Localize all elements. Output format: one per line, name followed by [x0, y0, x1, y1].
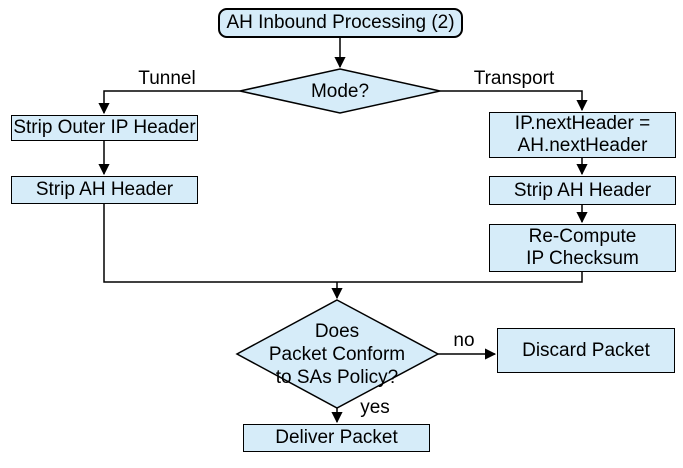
- node-strip-ah-header-tunnel: Strip AH Header: [11, 176, 198, 204]
- node-recompute-checksum-line2: IP Checksum: [526, 248, 639, 269]
- edge-mode-transport: [440, 90, 588, 112]
- mode-decision-text: Mode?: [290, 80, 390, 102]
- edge-transport-merge: [337, 272, 583, 283]
- node-strip-outer-ip-header: Strip Outer IP Header: [11, 115, 198, 141]
- node-ip-next-header-line1: IP.nextHeader =: [514, 113, 651, 134]
- node-strip-ah-header-transport-label: Strip AH Header: [513, 179, 652, 201]
- node-discard-packet: Discard Packet: [497, 328, 675, 373]
- node-strip-outer-ip-header-label: Strip Outer IP Header: [13, 117, 196, 138]
- policy-decision-diamond: [235, 299, 440, 409]
- node-deliver-packet: Deliver Packet: [243, 424, 430, 452]
- edge-tunnel-merge: [103, 204, 337, 283]
- node-strip-ah-header-transport: Strip AH Header: [489, 176, 676, 205]
- policy-decision-line2: Packet Conform: [268, 343, 406, 365]
- node-deliver-packet-label: Deliver Packet: [275, 427, 398, 448]
- edge-mode-tunnel: [98, 90, 240, 115]
- policy-decision-text: Does Packet Conform to SAs Policy?: [247, 319, 427, 389]
- policy-decision-line3: to SAs Policy?: [275, 366, 399, 388]
- node-ip-next-header: IP.nextHeader = AH.nextHeader: [489, 112, 676, 158]
- node-recompute-checksum: Re-Compute IP Checksum: [489, 224, 676, 272]
- policy-decision-line1: Does: [314, 320, 360, 342]
- edge-label-yes: yes: [360, 397, 390, 418]
- mode-decision-diamond: [239, 68, 441, 114]
- node-discard-packet-label: Discard Packet: [522, 339, 650, 361]
- edge-label-no: no: [453, 330, 475, 351]
- node-start: AH Inbound Processing (2): [218, 8, 463, 38]
- node-recompute-checksum-line1: Re-Compute: [528, 226, 637, 247]
- mode-decision-label: Mode?: [310, 80, 370, 102]
- edge-label-tunnel: Tunnel: [138, 68, 196, 89]
- node-strip-ah-header-tunnel-label: Strip AH Header: [35, 179, 174, 200]
- edge-label-transport: Transport: [473, 68, 555, 89]
- node-ip-next-header-line2: AH.nextHeader: [517, 135, 648, 156]
- node-start-label: AH Inbound Processing (2): [226, 12, 455, 33]
